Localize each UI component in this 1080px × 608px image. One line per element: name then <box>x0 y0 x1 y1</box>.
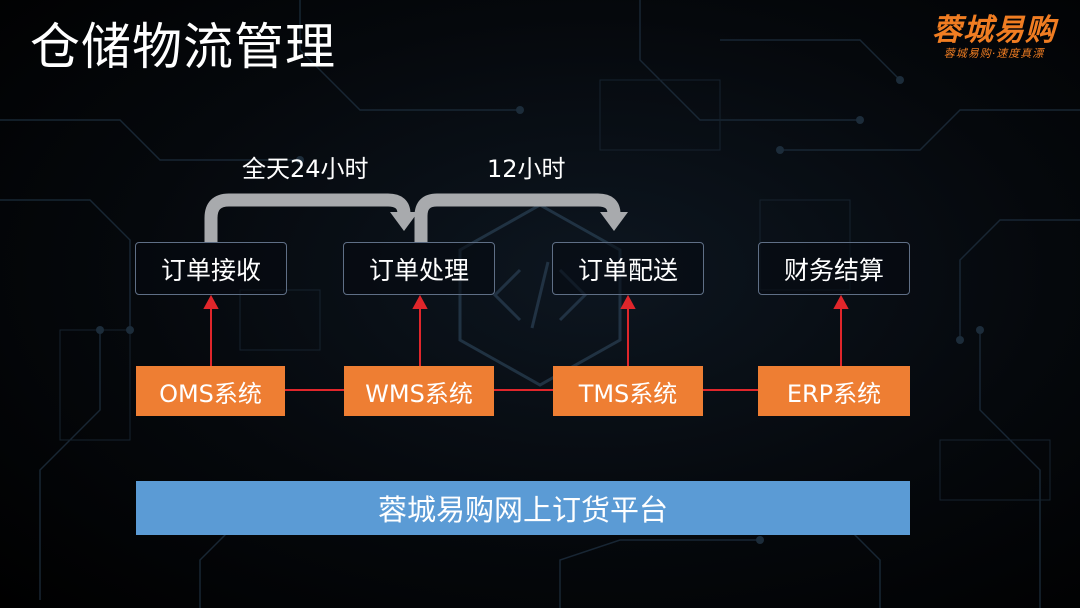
page-title: 仓储物流管理 <box>30 18 336 76</box>
system-erp: ERP系统 <box>758 366 910 416</box>
label-twelve-hours: 12小时 <box>487 155 566 183</box>
arc-arrowhead-process <box>390 212 418 231</box>
system-oms: OMS系统 <box>136 366 285 416</box>
brand-logo: 蓉城易购 蓉城易购·速度真漂 <box>932 14 1056 60</box>
logo-name: 蓉城易购 <box>932 13 1056 48</box>
arc-process-to-deliver <box>414 193 621 242</box>
arc-arrowhead-deliver <box>600 212 628 231</box>
arc-receive-to-process <box>204 193 411 242</box>
logo-slogan: 蓉城易购·速度真漂 <box>943 47 1045 60</box>
system-tms: TMS系统 <box>553 366 703 416</box>
label-full-day: 全天24小时 <box>242 155 369 183</box>
stage-order-receive: 订单接收 <box>135 242 287 295</box>
stage-order-deliver: 订单配送 <box>552 242 704 295</box>
platform-bar: 蓉城易购网上订货平台 <box>136 481 910 535</box>
system-wms: WMS系统 <box>344 366 494 416</box>
stage-order-process: 订单处理 <box>343 242 495 295</box>
stage-finance-settle: 财务结算 <box>758 242 910 295</box>
